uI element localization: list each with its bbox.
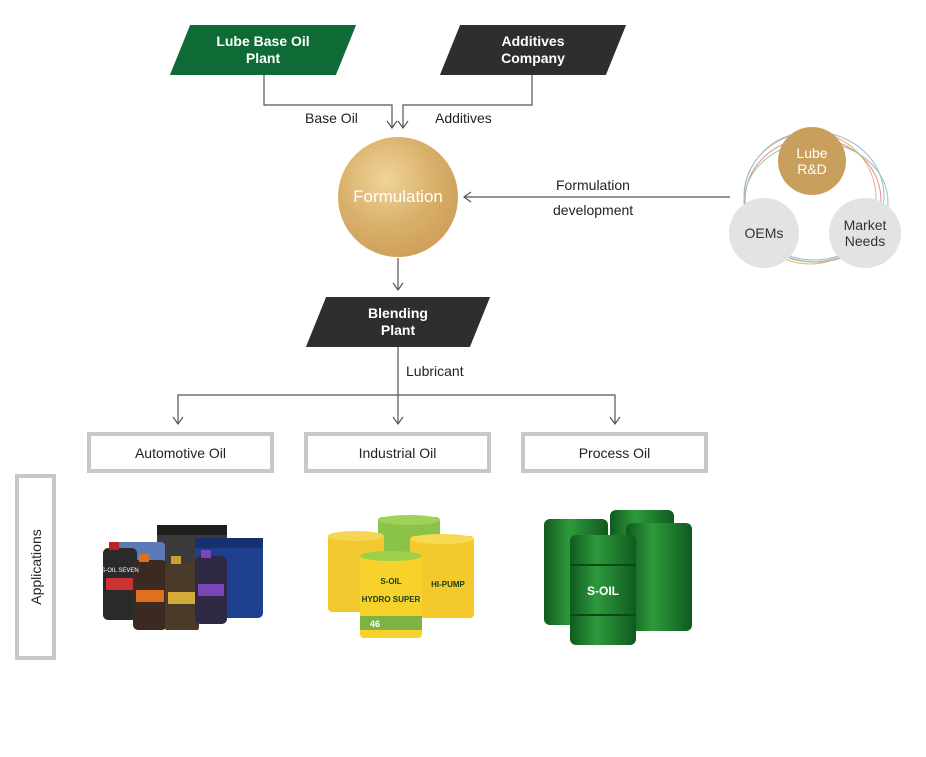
yellow-pail-right: [410, 536, 474, 618]
additives-line: [402, 74, 533, 128]
industrial-pump-text: HI-PUMP: [431, 580, 465, 589]
industrial-oil-label: Industrial Oil: [358, 444, 437, 461]
distribution-line: [177, 394, 616, 424]
additives-company-node: Additives Company: [439, 25, 627, 75]
drum-right: [626, 523, 692, 631]
formulation-development-label-2: development: [553, 202, 634, 218]
base-oil-arrow: [386, 120, 398, 130]
base-oil-label: Base Oil: [305, 110, 358, 126]
lube-rnd-label: Lube R&D: [796, 145, 828, 177]
oems-node: OEMs: [729, 198, 799, 268]
process-oil-label: Process Oil: [578, 444, 651, 461]
applications-label: Applications: [27, 529, 44, 605]
industrial-arrow: [392, 416, 404, 426]
base-oil-line: [263, 74, 393, 128]
automotive-arrow: [172, 416, 184, 426]
drum-brand-text: S-OIL: [587, 584, 619, 598]
formulation-development-arrow: [462, 191, 472, 203]
additives-arrow: [397, 120, 409, 130]
lube-base-oil-plant-node: Lube Base Oil Plant: [169, 25, 357, 75]
additives-label: Additives: [435, 110, 492, 126]
applications-box: Applications: [15, 474, 56, 660]
lubricant-label: Lubricant: [406, 363, 464, 379]
process-products-image: S-OIL: [544, 510, 692, 645]
industrial-grade-text: 46: [370, 619, 380, 629]
lube-base-oil-plant-label: Lube Base Oil Plant: [216, 33, 310, 66]
formulation-node: Formulation: [338, 137, 458, 257]
process-oil-box: Process Oil: [521, 432, 708, 473]
additives-company-label: Additives Company: [501, 33, 565, 66]
industrial-product-text: HYDRO SUPER: [362, 595, 421, 604]
drum-front: [570, 535, 636, 645]
formulation-to-blending-arrow: [392, 282, 404, 292]
automotive-oil-box: Automotive Oil: [87, 432, 274, 473]
blending-plant-label: Blending Plant: [368, 305, 428, 338]
blending-plant-node: Blending Plant: [305, 297, 491, 347]
oems-label: OEMs: [744, 225, 784, 241]
market-needs-node: Market Needs: [829, 198, 901, 268]
formulation-development-label-1: Formulation: [556, 177, 630, 193]
formulation-label: Formulation: [353, 187, 443, 206]
industrial-brand-text: S-OIL: [380, 577, 401, 586]
industrial-oil-box: Industrial Oil: [304, 432, 491, 473]
automotive-products-image: S-OIL SEVEN: [101, 525, 263, 630]
process-arrow: [609, 416, 621, 426]
industrial-products-image: S-OIL HYDRO SUPER 46 HI-PUMP: [328, 515, 474, 638]
automotive-oil-label: Automotive Oil: [134, 444, 227, 461]
lube-rnd-node: Lube R&D: [778, 127, 846, 195]
market-needs-label: Market Needs: [843, 217, 887, 249]
bottle-brand-text: S-OIL SEVEN: [101, 568, 138, 574]
